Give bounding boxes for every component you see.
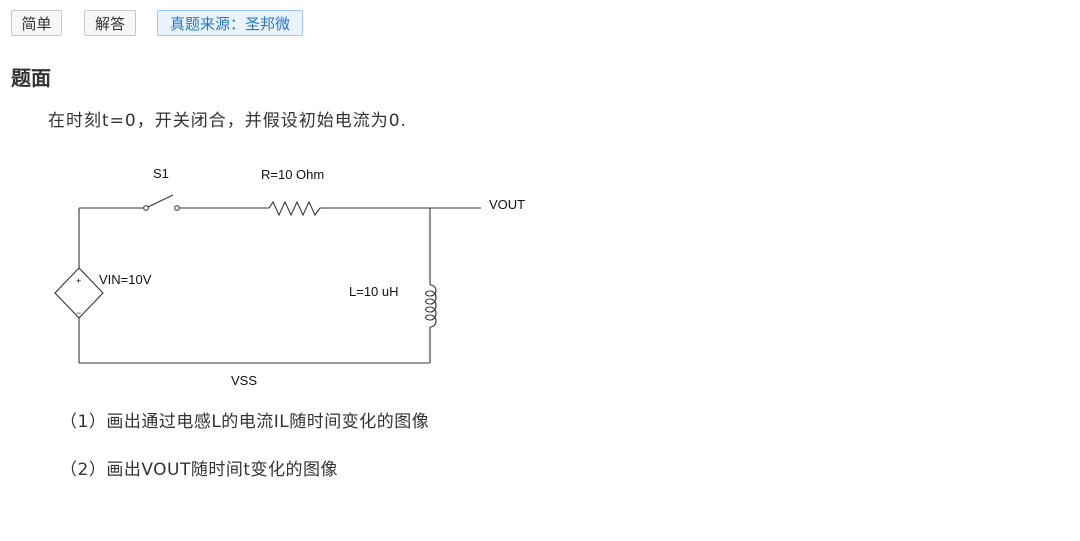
resistor-zigzag: [268, 200, 321, 217]
question-2: （2）画出VOUT随时间t变化的图像: [60, 460, 339, 480]
section-title: 题面: [11, 66, 51, 90]
switch-label: S1: [153, 166, 169, 181]
voltage-source-diamond: [54, 267, 104, 319]
inductor-coil: [424, 284, 437, 328]
source-tag[interactable]: 真题来源：圣邦微: [157, 10, 303, 36]
question-1: （1）画出通过电感L的电流IL随时间变化的图像: [60, 412, 430, 432]
answer-button[interactable]: 解答: [84, 10, 136, 36]
difficulty-button[interactable]: 简单: [11, 10, 62, 36]
switch-blade: [147, 194, 174, 208]
inductor-label: L=10 uH: [349, 284, 399, 299]
problem-intro: 在时刻t=0，开关闭合，并假设初始电流为0.: [48, 111, 407, 131]
circuit-diagram: S1 R=10 Ohm VOUT VIN=10V + − L=10 uH VSS: [54, 166, 525, 388]
resistor-label: R=10 Ohm: [261, 167, 324, 182]
ground-label: VSS: [231, 373, 257, 388]
switch-contact-left: [143, 205, 149, 211]
source-minus-sign: −: [76, 308, 81, 318]
output-label: VOUT: [489, 197, 525, 212]
source-plus-sign: +: [76, 276, 81, 286]
switch-contact-right: [174, 205, 180, 211]
source-label: VIN=10V: [99, 272, 152, 287]
